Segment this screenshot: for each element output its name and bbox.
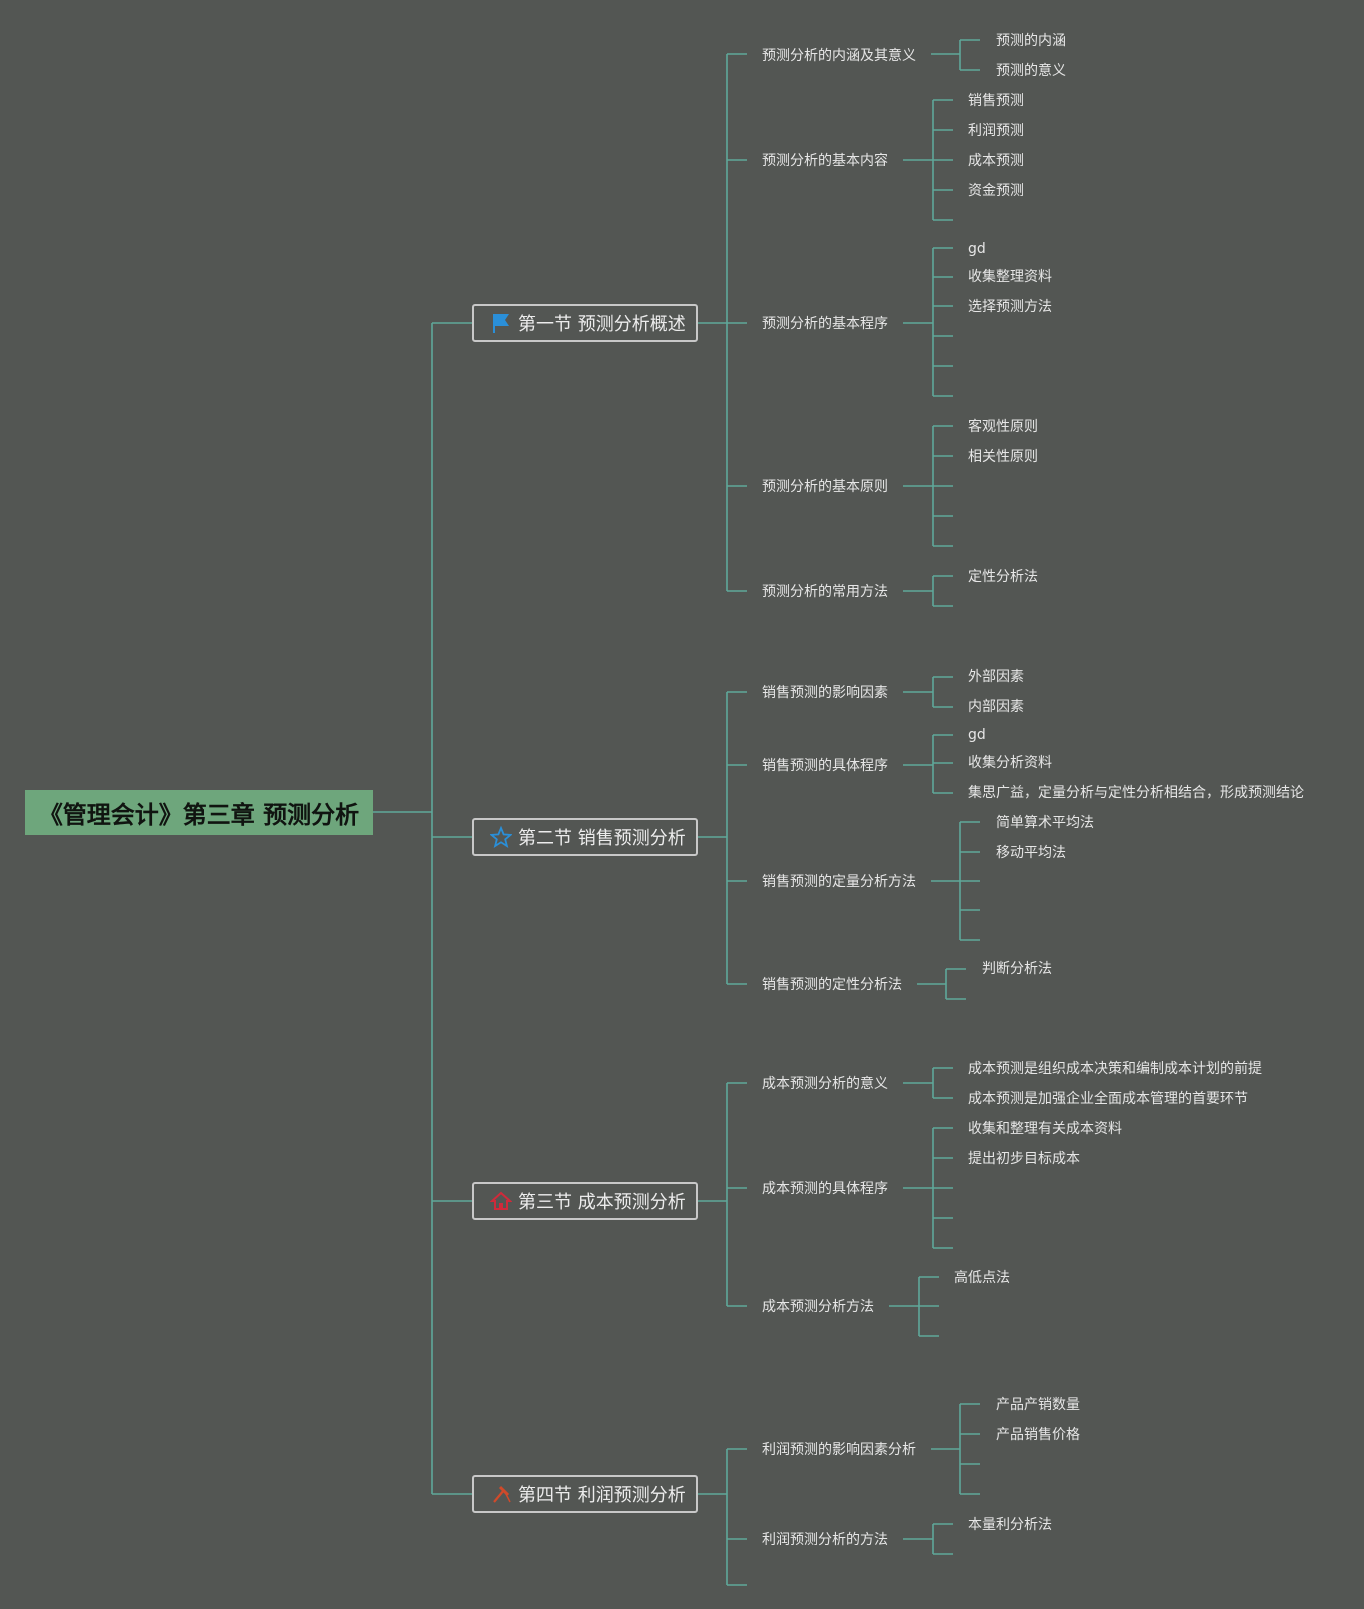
leaf-node[interactable]: 产品产销数量 — [996, 1397, 1080, 1413]
leaf-node[interactable]: 外部因素 — [968, 669, 1024, 685]
section-label: 第四节 利润预测分析 — [518, 1485, 686, 1506]
leaf-node[interactable]: 简单算术平均法 — [996, 815, 1094, 831]
leaf-node[interactable]: 产品销售价格 — [996, 1427, 1080, 1443]
section-label: 第三节 成本预测分析 — [518, 1192, 686, 1213]
section-2-node[interactable]: 第二节 销售预测分析 — [472, 818, 698, 856]
leaf-node[interactable]: 高低点法 — [954, 1270, 1010, 1286]
leaf-node[interactable]: 相关性原则 — [968, 449, 1038, 465]
topic-node[interactable]: 预测分析的内涵及其意义 — [762, 48, 916, 64]
leaf-node[interactable]: 资金预测 — [968, 183, 1024, 199]
topic-node[interactable]: 成本预测的具体程序 — [762, 1181, 888, 1197]
hammer-icon — [493, 1485, 511, 1503]
leaf-node[interactable]: 销售预测 — [968, 93, 1024, 109]
topic-node[interactable]: 销售预测的影响因素 — [762, 685, 888, 701]
leaf-node[interactable]: 预测的意义 — [996, 63, 1066, 79]
leaf-node[interactable]: 成本预测是组织成本决策和编制成本计划的前提 — [968, 1061, 1262, 1077]
leaf-node[interactable]: 定性分析法 — [968, 569, 1038, 585]
topic-node[interactable]: 销售预测的定性分析法 — [762, 977, 902, 993]
leaf-node[interactable]: 本量利分析法 — [968, 1517, 1052, 1533]
leaf-node[interactable]: gd — [968, 241, 986, 257]
leaf-node[interactable]: 收集分析资料 — [968, 755, 1052, 771]
section-3-node[interactable]: 第三节 成本预测分析 — [472, 1182, 698, 1220]
topic-node[interactable]: 成本预测分析方法 — [762, 1299, 874, 1315]
leaf-node[interactable]: 收集和整理有关成本资料 — [968, 1121, 1122, 1137]
leaf-node[interactable]: 客观性原则 — [968, 419, 1038, 435]
topic-node[interactable]: 销售预测的具体程序 — [762, 758, 888, 774]
leaf-node[interactable]: 成本预测 — [968, 153, 1024, 169]
section-label: 第一节 预测分析概述 — [518, 314, 686, 335]
leaf-node[interactable]: 成本预测是加强企业全面成本管理的首要环节 — [968, 1091, 1248, 1107]
leaf-node[interactable]: gd — [968, 727, 986, 743]
topic-node[interactable]: 预测分析的基本内容 — [762, 153, 888, 169]
topic-node[interactable]: 预测分析的基本程序 — [762, 316, 888, 332]
section-1-node[interactable]: 第一节 预测分析概述 — [472, 304, 698, 342]
leaf-node[interactable]: 判断分析法 — [982, 961, 1052, 977]
topic-node[interactable]: 成本预测分析的意义 — [762, 1076, 888, 1092]
topic-node[interactable]: 预测分析的常用方法 — [762, 584, 888, 600]
section-label: 第二节 销售预测分析 — [518, 828, 686, 849]
section-4-node[interactable]: 第四节 利润预测分析 — [472, 1475, 698, 1513]
leaf-node[interactable]: 内部因素 — [968, 699, 1024, 715]
leaf-node[interactable]: 利润预测 — [968, 123, 1024, 139]
star-icon — [490, 826, 512, 848]
topic-node[interactable]: 销售预测的定量分析方法 — [762, 874, 916, 890]
topic-node[interactable]: 预测分析的基本原则 — [762, 479, 888, 495]
topic-node[interactable]: 利润预测的影响因素分析 — [762, 1442, 916, 1458]
leaf-node[interactable]: 移动平均法 — [996, 845, 1066, 861]
leaf-node[interactable]: 集思广益，定量分析与定性分析相结合，形成预测结论 — [968, 785, 1304, 801]
leaf-node[interactable]: 提出初步目标成本 — [968, 1151, 1080, 1167]
home-icon — [490, 1191, 512, 1210]
leaf-node[interactable]: 选择预测方法 — [968, 299, 1052, 315]
leaf-node[interactable]: 预测的内涵 — [996, 33, 1066, 49]
leaf-node[interactable]: 收集整理资料 — [968, 269, 1052, 285]
topic-node[interactable]: 利润预测分析的方法 — [762, 1532, 888, 1548]
flag-icon — [493, 314, 509, 333]
root-node[interactable]: 《管理会计》第三章 预测分析 — [25, 790, 373, 835]
root-label: 《管理会计》第三章 预测分析 — [38, 801, 360, 829]
